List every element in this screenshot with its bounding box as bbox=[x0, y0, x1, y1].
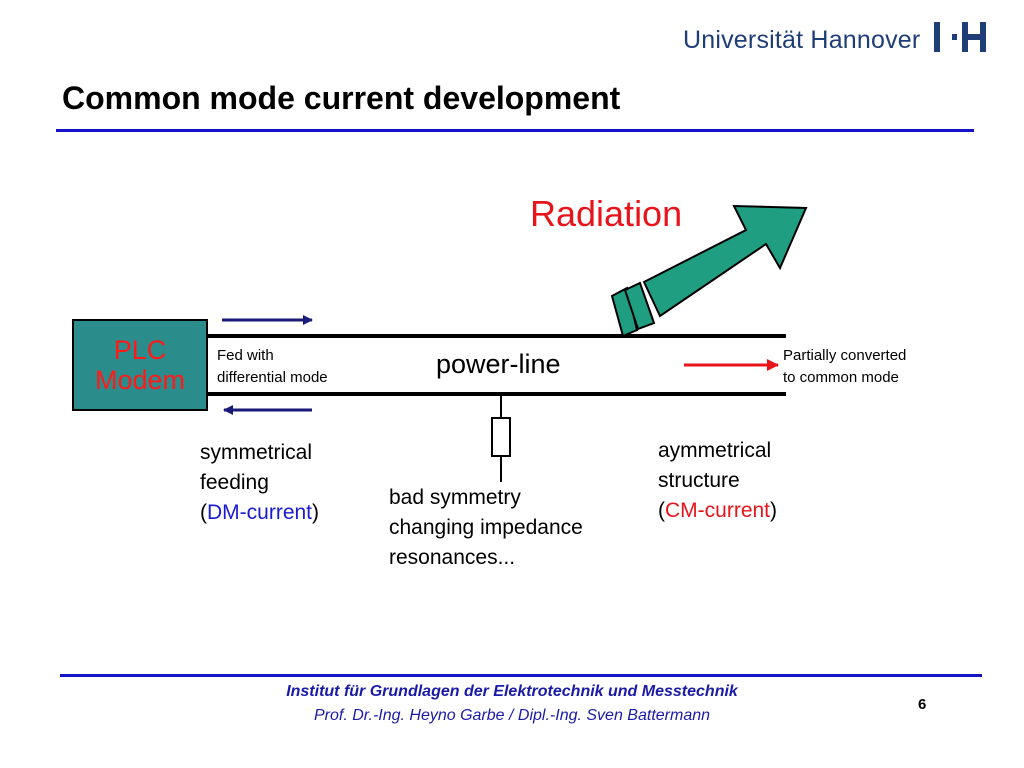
radiation-arrow-icon bbox=[610, 204, 808, 338]
modem-label: Modem bbox=[94, 365, 186, 395]
structure-line: structure bbox=[658, 469, 740, 492]
aymmetrical-structure-label: aymmetrical structure (CM-current) bbox=[658, 436, 777, 526]
plc-label: PLC bbox=[113, 335, 167, 365]
university-name: Universität Hannover bbox=[683, 26, 921, 54]
cm-current-line: (CM-current) bbox=[658, 499, 778, 522]
fed-with-line-2: differential mode bbox=[217, 369, 328, 386]
power-line-label: power-line bbox=[436, 349, 561, 379]
dm-current-line: (DM-current) bbox=[200, 501, 320, 524]
aymmetrical-line: aymmetrical bbox=[658, 439, 772, 462]
feeding-line: feeding bbox=[200, 471, 269, 494]
symmetrical-line: symmetrical bbox=[200, 441, 313, 464]
footer-authors: Prof. Dr.-Ing. Heyno Garbe / Dipl.-Ing. … bbox=[313, 707, 711, 724]
cm-current-text: CM-current bbox=[665, 499, 771, 522]
symmetrical-feeding-label: symmetrical feeding (DM-current) bbox=[200, 438, 319, 528]
page-number: 6 bbox=[918, 696, 927, 713]
slide-title: Common mode current development bbox=[62, 80, 621, 116]
radiation-label: Radiation bbox=[530, 193, 683, 234]
impedance-icon bbox=[491, 417, 511, 457]
plc-modem-box: PLC Modem bbox=[72, 319, 208, 411]
footer-divider bbox=[60, 674, 982, 677]
bad-symmetry-line-2: changing impedance bbox=[389, 516, 583, 539]
partially-converted-line-2: to common mode bbox=[783, 369, 899, 386]
title-divider bbox=[56, 129, 974, 132]
fed-with-line-1: Fed with bbox=[217, 347, 274, 364]
bad-symmetry-line-3: resonances... bbox=[389, 546, 516, 569]
iai-logo-icon bbox=[934, 22, 986, 52]
bad-symmetry-label: bad symmetry changing impedance resonanc… bbox=[389, 483, 583, 573]
partially-converted-line-1: Partially converted bbox=[783, 347, 907, 364]
footer-institute: Institut für Grundlagen der Elektrotechn… bbox=[286, 683, 738, 700]
dm-current-text: DM-current bbox=[207, 501, 313, 524]
bad-symmetry-line-1: bad symmetry bbox=[389, 486, 521, 509]
fed-with-label: Fed with differential mode bbox=[217, 345, 328, 389]
partially-converted-label: Partially converted to common mode bbox=[783, 345, 906, 389]
